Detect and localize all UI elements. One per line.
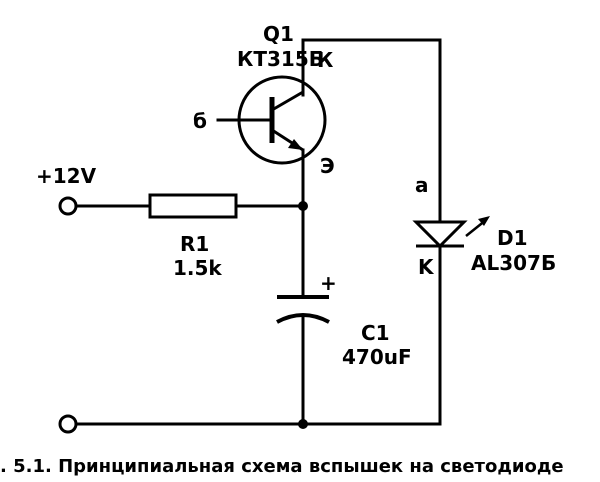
base-label: б	[193, 109, 207, 133]
diode-ref-label: D1	[497, 226, 528, 250]
emitter-label: Э	[320, 154, 335, 178]
transistor-ref-label: Q1	[263, 22, 294, 46]
ground-rail-right	[301, 418, 442, 426]
capacitor-polarity-label: +	[320, 271, 337, 295]
diode-type-label: AL307Б	[471, 251, 556, 275]
transistor-q1	[237, 75, 327, 165]
capacitor-c1	[276, 295, 330, 324]
supply-label: +12V	[36, 164, 97, 188]
supply-terminal	[58, 196, 78, 216]
diode-triangle	[412, 220, 468, 249]
figure-caption: . 5.1. Принципиальная схема вспышек на с…	[0, 456, 564, 477]
diode-cathode-label: K	[418, 255, 435, 279]
resistor-ref-label: R1	[180, 232, 209, 256]
resistor-value-label: 1.5k	[173, 256, 222, 280]
transistor-type-label: КТ315Б	[237, 47, 324, 71]
capacitor-value-label: 470uF	[342, 345, 412, 369]
capacitor-plate-negative	[276, 313, 330, 324]
diode-anode-label: a	[415, 173, 429, 197]
emitter-arrow-icon	[288, 139, 303, 150]
collector-label: К	[317, 48, 334, 72]
junction-dot-bottom	[298, 419, 308, 429]
transistor-body	[237, 75, 327, 165]
transistor-collector-lead	[271, 90, 304, 112]
capacitor-ref-label: C1	[361, 321, 390, 345]
resistor-r1	[148, 193, 238, 219]
light-arrowhead-icon	[478, 216, 490, 226]
ground-terminal	[58, 414, 78, 434]
junction-dot-top	[298, 201, 308, 211]
led-d1	[412, 216, 490, 249]
